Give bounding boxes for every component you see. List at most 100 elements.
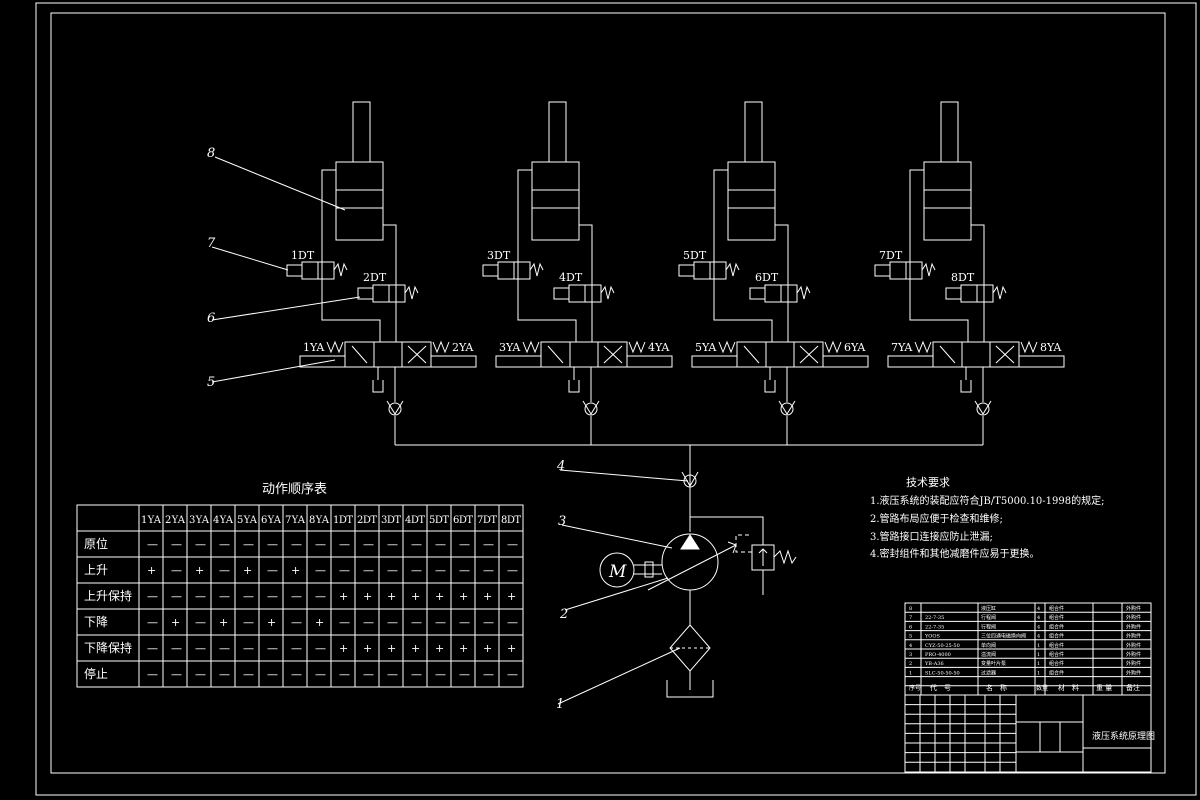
- sequence-cell: —: [267, 668, 278, 681]
- sequence-column-header: 2YA: [165, 515, 186, 526]
- sequence-cell: +: [315, 616, 324, 629]
- tech-requirement-4: 4.密封组件和其他减磨件应易于更换。: [870, 547, 1040, 560]
- bom-name: 溢流阀: [981, 651, 996, 658]
- sequence-row-label: 上升保持: [84, 588, 132, 603]
- sequence-column-header: 4YA: [213, 515, 234, 526]
- sequence-column-header: 3YA: [189, 515, 210, 526]
- bom-name: 液压缸: [981, 605, 996, 612]
- solenoid-label-dt: 8DT: [951, 271, 975, 284]
- sequence-cell: +: [243, 564, 252, 577]
- sequence-cell: —: [507, 538, 518, 551]
- sequence-cell: —: [195, 538, 206, 551]
- sequence-cell: —: [507, 564, 518, 577]
- bom-material: 组合件: [1049, 614, 1064, 621]
- sequence-cell: —: [315, 538, 326, 551]
- bom-code: 22-7-35: [925, 624, 944, 630]
- sequence-cell: —: [411, 616, 422, 629]
- tech-requirements: 技术要求 1.液压系统的装配应符合JB/T5000.10-1998的规定; 2.…: [870, 476, 1105, 560]
- bom-material: 组合件: [1049, 623, 1064, 630]
- bom-remark: 外购件: [1126, 633, 1141, 640]
- sequence-cell: —: [147, 590, 158, 603]
- sequence-cell: —: [195, 590, 206, 603]
- drawing-title: 液压系统原理图: [1092, 730, 1155, 742]
- sequence-cell: +: [483, 642, 492, 655]
- sequence-row-label: 下降: [84, 615, 108, 629]
- sequence-cell: —: [483, 668, 494, 681]
- bom-code: 22-7-35: [925, 615, 944, 621]
- sequence-cell: +: [507, 642, 516, 655]
- sequence-cell: —: [267, 590, 278, 603]
- sequence-cell: —: [147, 616, 158, 629]
- sequence-cell: +: [267, 616, 276, 629]
- bom-header-no: 序号: [909, 684, 921, 692]
- sequence-column-header: 3DT: [381, 515, 401, 526]
- solenoid-label-ya: 7YA: [891, 341, 913, 354]
- solenoid-label-dt: 2DT: [363, 271, 387, 284]
- bom-qty: 4: [1037, 615, 1040, 621]
- bom-qty: 1: [1037, 652, 1040, 658]
- sequence-cell: —: [363, 538, 374, 551]
- part-number-4: 4: [556, 459, 565, 474]
- sequence-row-label: 上升: [84, 563, 108, 577]
- bom-no: 2: [909, 661, 912, 667]
- solenoid-label-ya: 8YA: [1040, 341, 1062, 354]
- tech-requirements-title: 技术要求: [906, 476, 950, 489]
- sequence-cell: +: [507, 590, 516, 603]
- solenoid-label-dt: 1DT: [291, 249, 315, 262]
- sequence-row-label: 原位: [84, 536, 108, 551]
- bom-code: SLC-50-50-50: [925, 670, 960, 676]
- bom-no: 5: [909, 634, 912, 640]
- bom-name: 三位四通电磁换向阀: [981, 633, 1026, 640]
- part-number-3: 3: [558, 514, 566, 529]
- sequence-cell: —: [435, 564, 446, 577]
- solenoid-label-ya: 5YA: [695, 341, 717, 354]
- sequence-column-header: 4DT: [405, 515, 425, 526]
- solenoid-label-dt: 3DT: [487, 249, 511, 262]
- part-number-1: 1: [556, 697, 564, 712]
- sequence-column-header: 7YA: [285, 515, 306, 526]
- sequence-column-header: 1DT: [333, 515, 353, 526]
- bom-name: 行程阀: [981, 614, 996, 621]
- solenoid-label-ya: 6YA: [844, 341, 866, 354]
- sequence-cell: —: [315, 642, 326, 655]
- sequence-cell: +: [219, 616, 228, 629]
- bom-material: 组合件: [1049, 660, 1064, 667]
- sequence-cell: —: [171, 564, 182, 577]
- tech-requirement-1: 1.液压系统的装配应符合JB/T5000.10-1998的规定;: [870, 494, 1105, 507]
- sequence-cell: —: [171, 590, 182, 603]
- sequence-cell: —: [459, 564, 470, 577]
- sequence-cell: —: [435, 668, 446, 681]
- sequence-cell: —: [339, 564, 350, 577]
- solenoid-label-ya: 1YA: [303, 341, 325, 354]
- sequence-cell: —: [147, 538, 158, 551]
- bom-remark: 外购件: [1126, 605, 1141, 612]
- sequence-cell: —: [411, 668, 422, 681]
- tech-requirement-3: 3.管路接口连接应防止泄漏;: [870, 530, 993, 543]
- bom-no: 3: [909, 652, 912, 658]
- part-number-2: 2: [559, 607, 568, 622]
- sequence-cell: —: [219, 590, 230, 603]
- sequence-cell: —: [291, 538, 302, 551]
- sequence-cell: —: [459, 668, 470, 681]
- sequence-cell: —: [507, 668, 518, 681]
- sequence-cell: +: [363, 642, 372, 655]
- sequence-column-header: 1YA: [141, 515, 162, 526]
- part-leaders: [211, 156, 689, 705]
- sequence-column-header: 5DT: [429, 515, 449, 526]
- sequence-cell: —: [435, 538, 446, 551]
- sequence-cell: +: [459, 642, 468, 655]
- bom-remark: 外购件: [1126, 651, 1141, 658]
- bom-name: 单向阀: [981, 642, 996, 649]
- bom-material: 组合件: [1049, 633, 1064, 640]
- sequence-cell: —: [339, 616, 350, 629]
- relief-valve: [735, 534, 797, 571]
- part-number-5: 5: [207, 375, 215, 390]
- sequence-cell: —: [243, 538, 254, 551]
- bom-header-qty: 数量: [1036, 684, 1048, 692]
- bom-qty: 4: [1037, 624, 1040, 630]
